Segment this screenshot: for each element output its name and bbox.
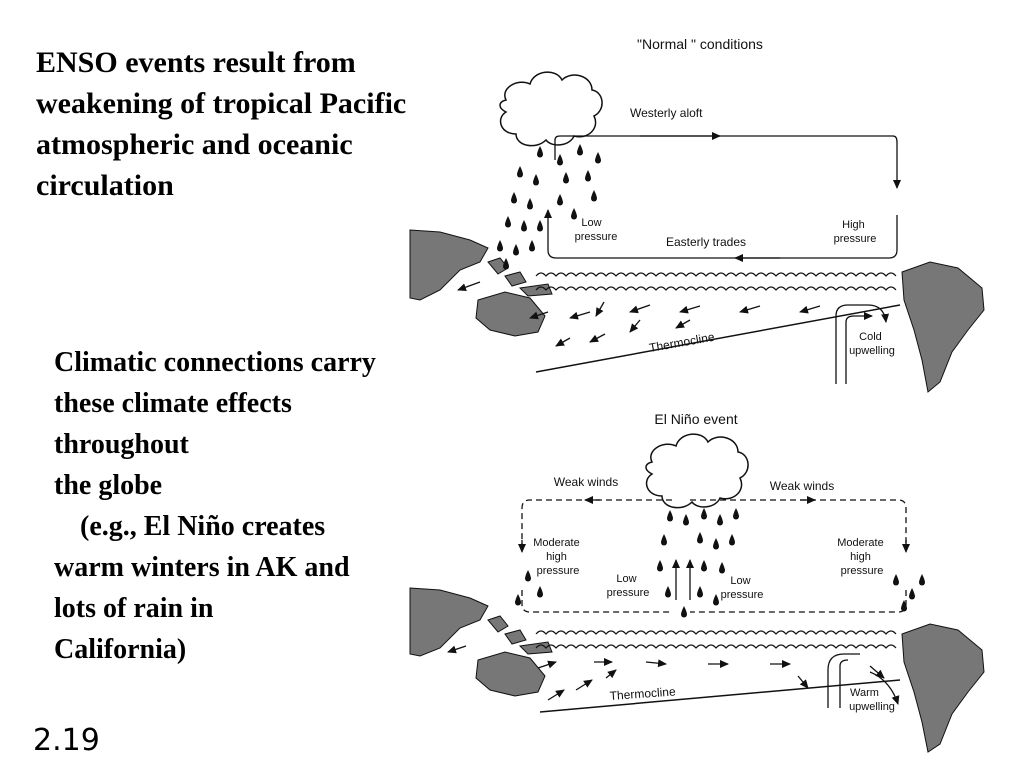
- weak-winds-right-label: Weak winds: [770, 479, 834, 493]
- body-line: these climate effects: [54, 388, 292, 419]
- raindrop-icon: [497, 144, 601, 270]
- asia-australia-land: [409, 229, 553, 337]
- easterly-trades-label: Easterly trades: [666, 235, 746, 249]
- weak-winds-left-label: Weak winds: [554, 475, 618, 489]
- body-line: the globe: [54, 470, 163, 501]
- low-pressure-left-label: Low pressure: [607, 573, 650, 599]
- ocean-current-arrows: [457, 281, 821, 347]
- low-pressure-right-label: Low pressure: [721, 575, 764, 601]
- body-line: Climatic connections carry: [54, 347, 376, 378]
- circulation-cells: [521, 499, 907, 613]
- body-text: Climatic connections carry these climate…: [54, 342, 454, 670]
- moderate-high-pressure-left-label: Moderate high pressure: [533, 537, 583, 577]
- body-line: California): [54, 634, 187, 665]
- slide-number: 2.19: [33, 723, 100, 758]
- slide-heading: ENSO events result from weakening of tro…: [36, 46, 407, 202]
- high-pressure-label: High pressure: [834, 219, 877, 245]
- cloud-icon: [645, 433, 749, 509]
- body-line: (e.g., El Niño creates: [80, 511, 326, 542]
- asia-australia-land: [409, 587, 553, 697]
- south-america-land: [901, 261, 985, 393]
- cold-upwelling-label: Cold upwelling: [849, 331, 895, 357]
- normal-diagram: "Normal " conditions Westerly aloft Low: [409, 36, 985, 393]
- moderate-high-pressure-right-label: Moderate high pressure: [837, 537, 887, 577]
- westerly-aloft-label: Westerly aloft: [630, 106, 703, 120]
- thermocline-label: Thermocline: [648, 330, 716, 355]
- south-america-land: [901, 623, 985, 753]
- low-pressure-label: Low pressure: [575, 217, 618, 243]
- ocean-current-arrows: [447, 645, 885, 701]
- body-line: warm winters in AK and: [54, 552, 350, 583]
- wave-icon: [535, 630, 897, 635]
- thermocline-label: Thermocline: [609, 684, 676, 703]
- normal-title: "Normal " conditions: [637, 36, 763, 52]
- cloud-icon: [499, 71, 603, 147]
- body-line: throughout: [54, 429, 189, 460]
- elnino-diagram: El Niño event: [409, 411, 985, 753]
- body-line: lots of rain in: [54, 593, 214, 624]
- wave-icon: [535, 272, 897, 277]
- warm-upwelling-label: Warm upwelling: [849, 687, 895, 713]
- elnino-title: El Niño event: [654, 411, 737, 427]
